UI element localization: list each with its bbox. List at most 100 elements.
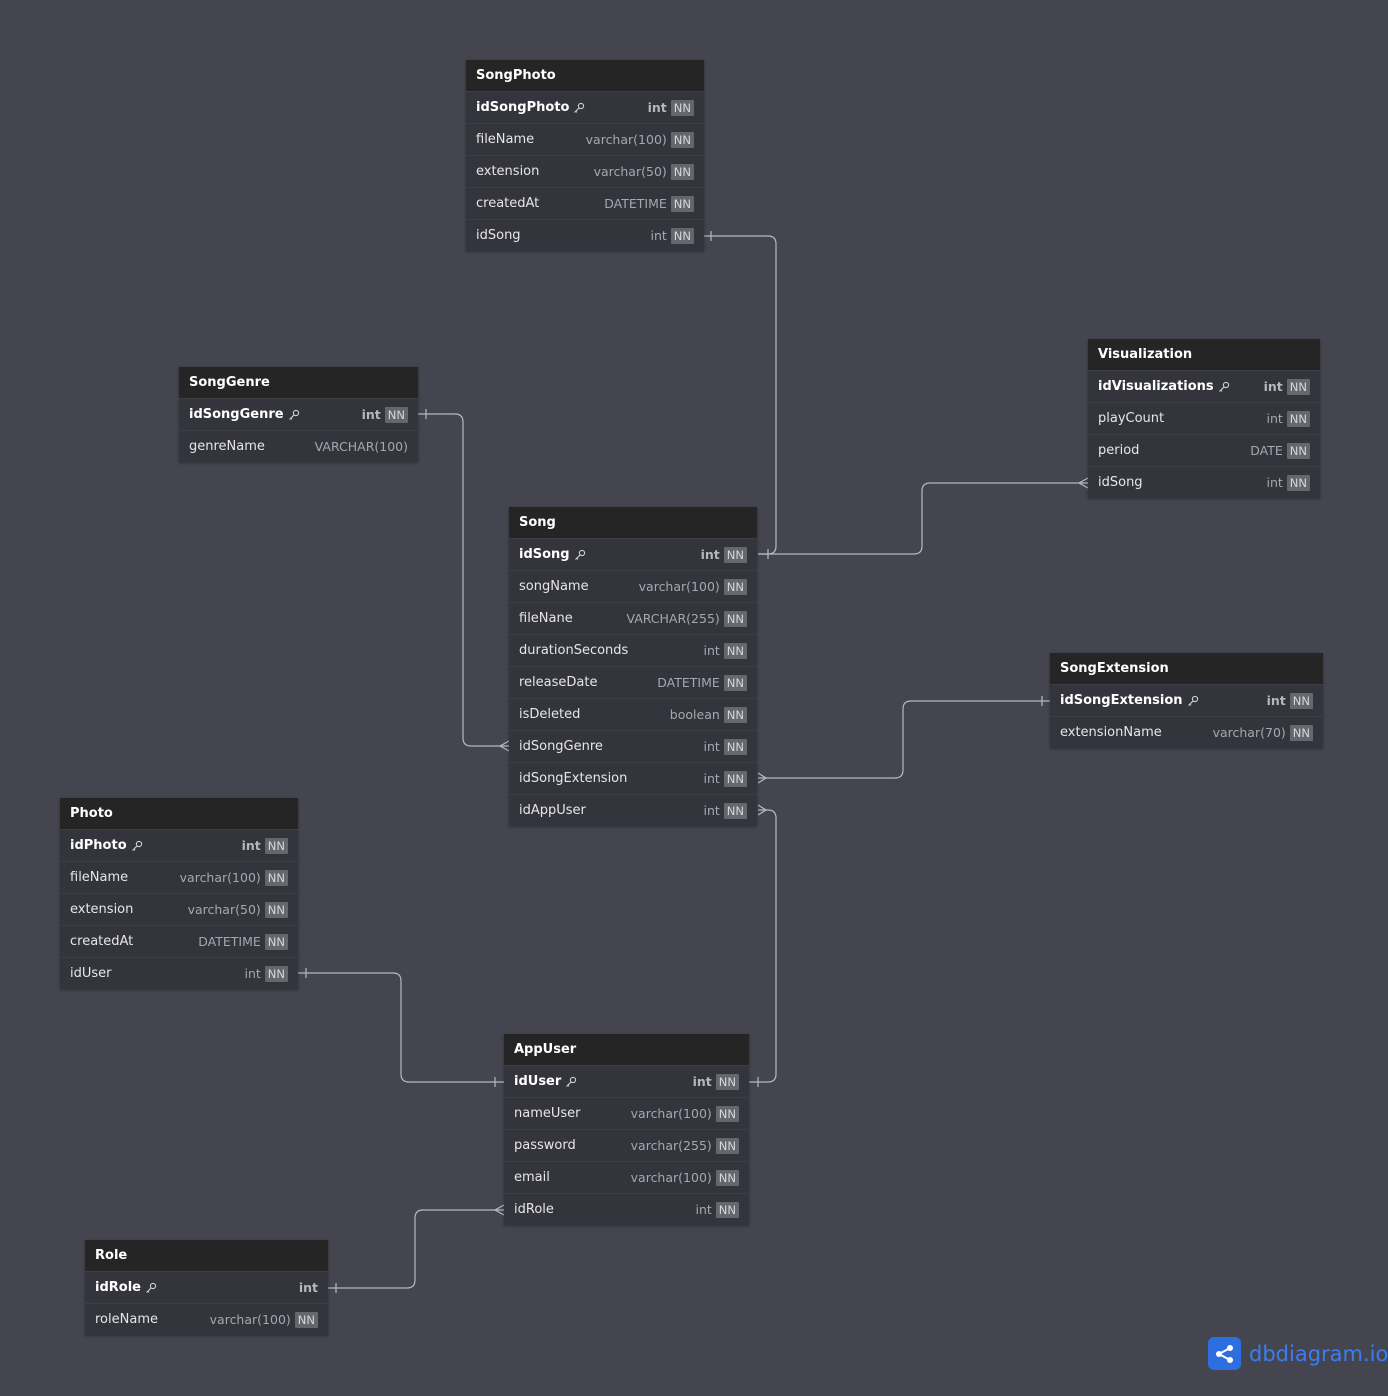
- field-name: idRole: [95, 1280, 157, 1295]
- field-name: createdAt: [70, 934, 133, 949]
- field-name-text: releaseDate: [519, 675, 598, 690]
- field-name: idSongGenre: [519, 739, 603, 754]
- not-null-badge: NN: [723, 706, 747, 723]
- field-type: varchar(50)NN: [594, 163, 694, 180]
- primary-key-icon: [131, 840, 143, 852]
- table-header[interactable]: Visualization: [1088, 339, 1320, 370]
- field-name-text: extensionName: [1060, 725, 1162, 740]
- rel-songextension-many-marker: [757, 772, 768, 784]
- field-name-text: fileName: [70, 870, 129, 885]
- field-type-text: int: [1263, 379, 1283, 394]
- field-name: idSongExtension: [1060, 693, 1199, 708]
- not-null-badge: NN: [670, 163, 694, 180]
- not-null-badge: NN: [1286, 442, 1310, 459]
- field-row-file-name[interactable]: fileName varchar(100)NN: [466, 123, 704, 155]
- field-type-text: int: [703, 803, 720, 818]
- table-header[interactable]: SongGenre: [179, 367, 418, 398]
- field-name: fileName: [476, 132, 534, 147]
- not-null-badge: NN: [670, 131, 694, 148]
- field-type-text: varchar(255): [630, 1138, 712, 1153]
- table-header[interactable]: Song: [509, 507, 757, 538]
- field-type-text: int: [361, 407, 381, 422]
- table-header[interactable]: AppUser: [504, 1034, 749, 1065]
- field-name: playCount: [1098, 411, 1164, 426]
- field-name: extensionName: [1060, 725, 1162, 740]
- field-type-text: boolean: [669, 707, 720, 722]
- field-row-role-name[interactable]: roleName varchar(100)NN: [85, 1303, 328, 1335]
- primary-key-icon: [574, 549, 586, 561]
- field-name: releaseDate: [519, 675, 597, 690]
- field-name: nameUser: [514, 1106, 581, 1121]
- field-type-text: int: [692, 1074, 712, 1089]
- field-type: varchar(100)NN: [586, 131, 694, 148]
- not-null-badge: NN: [715, 1073, 739, 1090]
- field-type: varchar(50)NN: [188, 901, 288, 918]
- field-name: idSong: [1098, 475, 1143, 490]
- not-null-badge: NN: [264, 965, 288, 982]
- dbdiagram-logo[interactable]: dbdiagram.io: [1208, 1337, 1388, 1370]
- table-header[interactable]: Photo: [60, 798, 298, 829]
- table-header[interactable]: SongExtension: [1050, 653, 1323, 684]
- not-null-badge: NN: [715, 1105, 739, 1122]
- field-name-text: idSongGenre: [189, 407, 284, 422]
- field-name-text: idSong: [476, 228, 521, 243]
- field-name: roleName: [95, 1312, 158, 1327]
- not-null-badge: NN: [1286, 378, 1310, 395]
- table-header[interactable]: Role: [85, 1240, 328, 1271]
- table-header[interactable]: SongPhoto: [466, 60, 704, 91]
- rel-photo-appuser: [298, 972, 504, 1083]
- field-type: varchar(100)NN: [210, 1311, 318, 1328]
- field-name: durationSeconds: [519, 643, 628, 658]
